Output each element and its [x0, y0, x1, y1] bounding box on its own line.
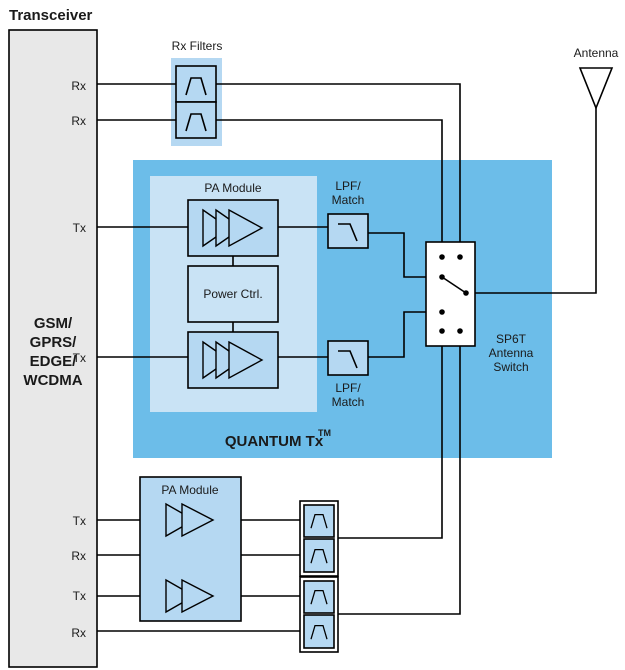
wire-bf2-switch — [338, 338, 461, 615]
rx-filters-label: Rx Filters — [172, 39, 223, 53]
switch-label-3: Switch — [493, 360, 528, 374]
lpf-match-1 — [327, 213, 369, 249]
wire-rx2 — [97, 119, 443, 248]
antenna-label: Antenna — [574, 46, 619, 60]
antenna-icon — [578, 67, 614, 111]
bottom-filter-group-1 — [299, 500, 339, 577]
rx-filter-2 — [175, 101, 217, 139]
amplifier-icon — [202, 208, 264, 248]
transceiver-block — [8, 29, 98, 668]
wire-switch-antenna — [475, 108, 597, 294]
lpf-top-label-1: LPF/ — [335, 179, 361, 193]
quantum-title-tm: TM — [318, 428, 331, 438]
amplifier-icon — [165, 578, 196, 614]
pa-module-ext-label: PA Module — [161, 483, 218, 497]
pa-amplifier-1 — [187, 199, 279, 257]
transceiver-title: Transceiver — [9, 7, 93, 24]
port-label-tx-4: Tx — [73, 589, 86, 603]
amplifier-icon — [165, 502, 196, 538]
port-label-tx-1: Tx — [73, 221, 86, 235]
wire-lpf1-switch — [368, 232, 426, 278]
pa-amplifier-2 — [187, 331, 279, 389]
signal-wires — [97, 83, 597, 632]
standard-edge: EDGE/ — [30, 353, 78, 370]
port-label-tx-2: Tx — [73, 351, 86, 365]
wire-rx1 — [97, 83, 461, 242]
lpf-bottom-label-1: LPF/ — [335, 381, 361, 395]
lowpass-filter-icon — [338, 350, 358, 369]
port-label-rx-1: Rx — [71, 79, 86, 93]
standard-gprs: GPRS/ — [30, 334, 78, 351]
power-ctrl-block: Power Ctrl. — [187, 265, 279, 323]
pa-module-external: PA Module — [139, 476, 242, 622]
bottom-filter-group-2 — [299, 576, 339, 653]
rx-filter-1 — [175, 65, 217, 103]
wire-bf1-switch — [338, 338, 443, 539]
amplifier-icon — [181, 578, 215, 614]
wire-lpf2-switch — [368, 311, 426, 358]
lowpass-filter-icon — [338, 223, 358, 242]
port-label-rx-4: Rx — [71, 626, 86, 640]
switch-contacts — [439, 254, 469, 334]
sp6t-switch — [425, 241, 476, 347]
switch-label-1: SP6T — [496, 332, 527, 346]
lpf-top-label-2: Match — [332, 193, 365, 207]
amplifier-icon — [181, 502, 215, 538]
lpf-bottom-label-2: Match — [332, 395, 365, 409]
port-label-tx-3: Tx — [73, 514, 86, 528]
switch-label-2: Antenna — [489, 346, 534, 360]
lpf-match-2 — [327, 340, 369, 376]
standard-wcdma: WCDMA — [23, 372, 82, 389]
pa-module-label: PA Module — [204, 181, 261, 195]
switch-arm — [441, 276, 467, 294]
amplifier-icon — [202, 340, 264, 380]
power-ctrl-label: Power Ctrl. — [203, 287, 262, 301]
standard-gsm: GSM/ — [34, 315, 73, 332]
port-label-rx-2: Rx — [71, 114, 86, 128]
port-label-rx-3: Rx — [71, 549, 86, 563]
quantum-title: QUANTUM Tx — [225, 433, 324, 450]
